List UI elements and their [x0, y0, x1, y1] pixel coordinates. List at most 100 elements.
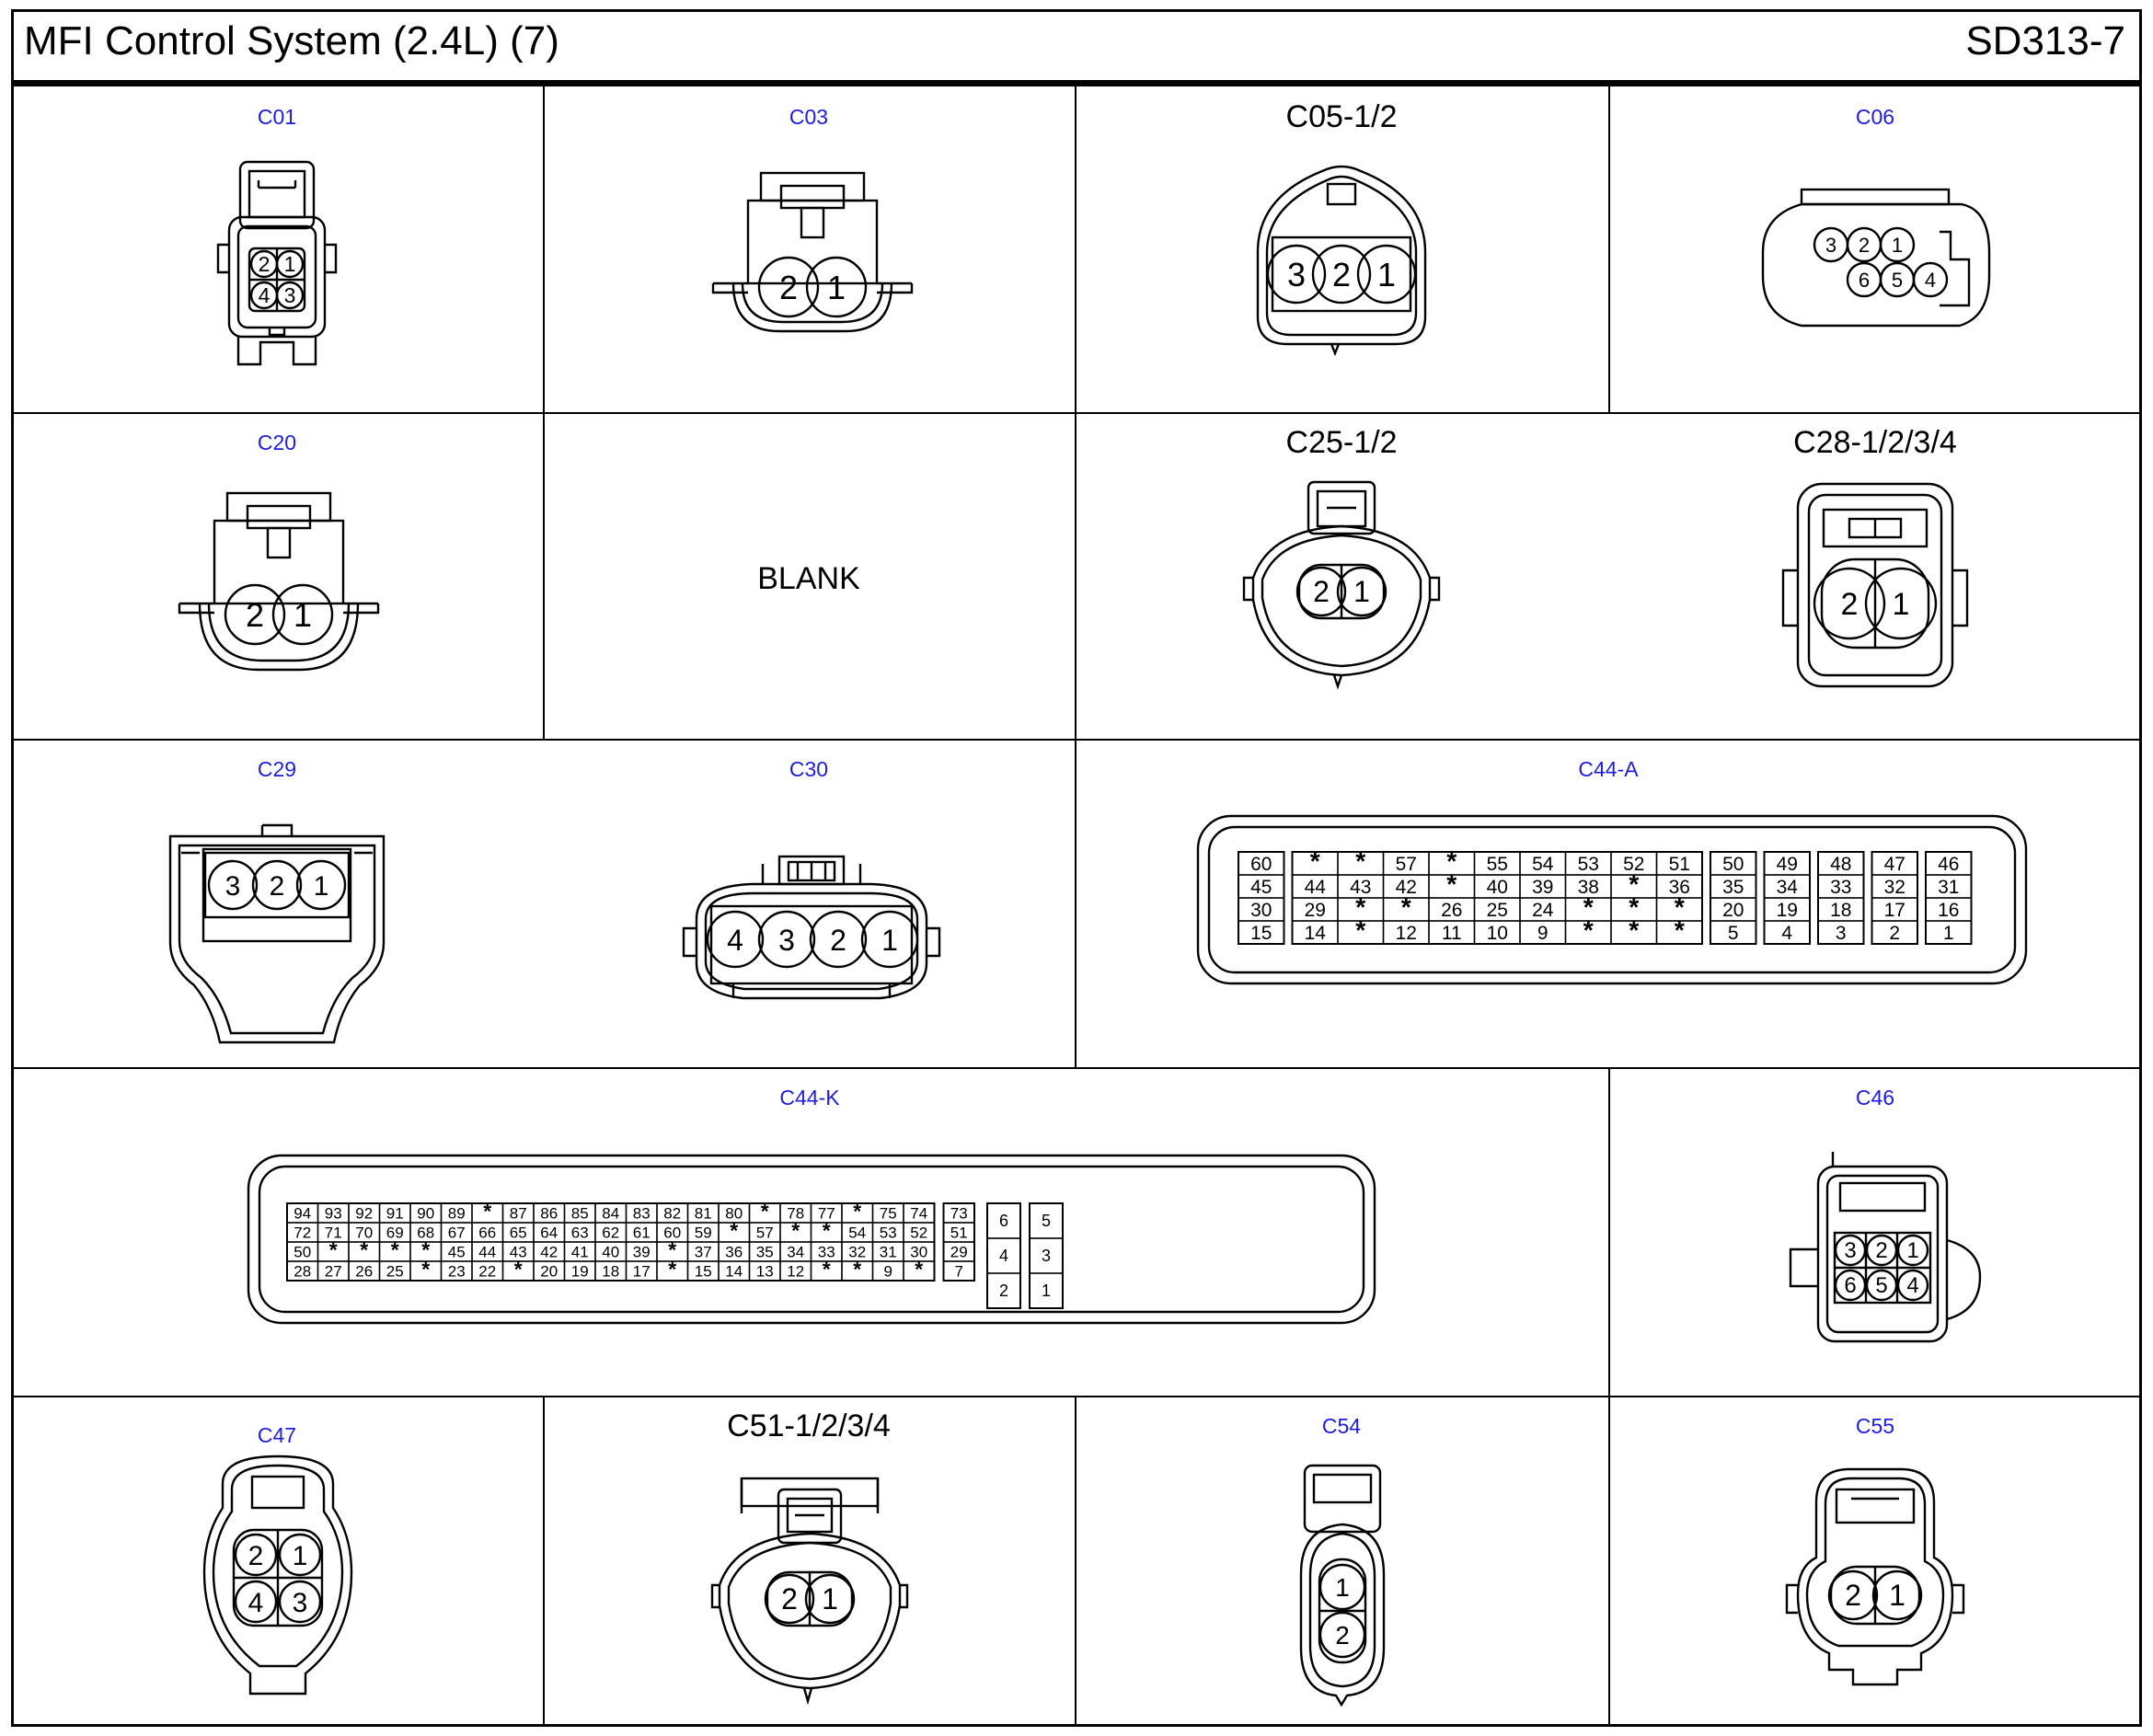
- pin-c46-3: 1: [1906, 1238, 1918, 1263]
- c44k-pin-label: 40: [602, 1244, 619, 1261]
- c44a-pin-label: *: [1446, 847, 1456, 877]
- pin-c30-2: 3: [778, 924, 795, 957]
- c44k-pin-label: 83: [633, 1205, 651, 1223]
- c44a-pin-label: 11: [1442, 923, 1462, 944]
- c44k-side-pin-label: 2: [999, 1282, 1008, 1300]
- cell-c06: C06 3 2 1 6 5 4: [1608, 86, 2142, 412]
- cell-c28: C28-1/2/3/4 2 1: [1608, 412, 2142, 739]
- connector-label-c01: C01: [257, 105, 297, 129]
- c44k-pin-label: 84: [602, 1205, 619, 1223]
- c44a-pin-label: 36: [1669, 877, 1690, 898]
- grid-col-divider-c: [1608, 86, 1610, 412]
- c44a-pin-label: 2: [1889, 923, 1900, 944]
- c44a-pin-label: 31: [1938, 877, 1959, 898]
- connector-c05: 3 2 1: [1256, 165, 1427, 357]
- c44a-pin-label: 48: [1830, 854, 1851, 875]
- grid-col-divider-d: [1608, 1067, 1610, 1396]
- pin-c06-2: 2: [1859, 234, 1870, 257]
- diagram-frame: [11, 9, 2142, 1727]
- connector-c29: 3 2 1: [168, 823, 386, 1044]
- c44k-pin-label: 15: [695, 1263, 712, 1281]
- grid-row-divider-4: [11, 1396, 2142, 1397]
- connector-label-c47: C47: [257, 1423, 297, 1447]
- c44a-shell-outer: [1196, 814, 2028, 985]
- c44k-pin-label: 53: [880, 1224, 897, 1242]
- c44k-pin-label: 14: [725, 1263, 743, 1281]
- c44a-pin-label: 14: [1305, 923, 1327, 944]
- c44k-pin-label: 31: [880, 1244, 897, 1261]
- pin-c01-2: 1: [284, 252, 296, 276]
- pin-c46-1: 3: [1844, 1238, 1856, 1263]
- c44k-pin-label: 23: [448, 1263, 466, 1281]
- pin-c46-2: 2: [1875, 1238, 1887, 1263]
- c44a-pin-label: 32: [1884, 877, 1905, 898]
- pin-c54-1: 1: [1335, 1573, 1350, 1602]
- grid-col-divider-b: [1075, 86, 1076, 1067]
- c44a-pin-label: *: [1675, 893, 1685, 923]
- c44a-pin-label: 54: [1532, 854, 1554, 875]
- c44k-pin-label: 93: [325, 1205, 342, 1223]
- c44k-pin-label: 66: [478, 1224, 496, 1242]
- c44a-pin-label: 51: [1669, 854, 1690, 875]
- c44k-pin-label: 54: [848, 1224, 866, 1242]
- c44k-pin-label: 29: [950, 1244, 968, 1261]
- pin-c55-1: 2: [1845, 1579, 1861, 1612]
- c44a-pin-label: 45: [1250, 877, 1272, 898]
- c44k-pin-label: 68: [417, 1224, 434, 1242]
- connector-label-c46: C46: [1855, 1086, 1895, 1109]
- c44k-side-cell: [986, 1272, 1021, 1309]
- cell-c54: C54 1 2: [1075, 1396, 1608, 1727]
- cell-c03: C03 2 1: [543, 86, 1075, 412]
- c44k-pin-label: 77: [818, 1205, 835, 1223]
- pin-c29-3: 1: [314, 871, 329, 902]
- pin-c46-6: 4: [1906, 1273, 1918, 1298]
- c44k-pin-label: 92: [355, 1205, 373, 1223]
- c44k-pin-label: *: [421, 1258, 430, 1282]
- c44k-pin-label: 34: [787, 1244, 804, 1261]
- c44a-pin-cell: [1817, 920, 1865, 945]
- c44a-pin-label: 35: [1722, 877, 1744, 898]
- c44k-pin-cell: [942, 1260, 975, 1282]
- connector-label-c30: C30: [789, 757, 829, 781]
- connector-label-c51: C51-1/2/3/4: [727, 1408, 891, 1443]
- c44k-pin-label: 85: [571, 1205, 589, 1223]
- connector-c20: 2 1: [178, 491, 380, 672]
- c44a-pin-label: 33: [1830, 877, 1851, 898]
- c44a-pin-label: 29: [1305, 900, 1326, 921]
- c44k-pin-label: 44: [478, 1244, 496, 1261]
- connector-label-c05: C05-1/2: [1285, 99, 1398, 134]
- connector-c51: 2 1: [710, 1477, 909, 1706]
- pin-c55-2: 1: [1889, 1579, 1905, 1612]
- pin-c05-2: 2: [1332, 256, 1351, 293]
- pin-c28-1: 2: [1841, 587, 1859, 622]
- connector-label-c44a: C44-A: [1578, 757, 1639, 781]
- c44a-pin-label: 40: [1487, 877, 1508, 898]
- c44a-pin-label: 57: [1396, 854, 1417, 875]
- pin-c30-3: 2: [830, 924, 846, 957]
- c44k-side-pin-label: 6: [999, 1212, 1008, 1230]
- c44k-pin-label: 33: [818, 1244, 835, 1261]
- pin-c47-2: 1: [293, 1541, 308, 1571]
- c44k-side-pin-label: 5: [1042, 1212, 1051, 1230]
- c44k-pin-label: 26: [355, 1263, 373, 1281]
- c44k-pin-label: 81: [695, 1205, 712, 1223]
- pin-c47-4: 3: [293, 1588, 308, 1618]
- connector-c28: 2 1: [1781, 482, 1969, 688]
- connector-c46: 3 2 1 6 5 4: [1789, 1152, 1982, 1343]
- c44k-pin-label: 87: [510, 1205, 527, 1223]
- connector-c55: 2 1: [1785, 1467, 1965, 1686]
- cell-c05: C05-1/2 3 2 1: [1075, 86, 1608, 412]
- pin-c29-1: 3: [225, 871, 241, 902]
- c44k-pin-label: 64: [540, 1224, 558, 1242]
- pin-c51-2: 1: [822, 1582, 838, 1615]
- c44k-pin-label: 75: [880, 1205, 897, 1223]
- c44k-pin-label: 52: [910, 1224, 927, 1242]
- c44k-pin-label: *: [791, 1219, 800, 1243]
- grid-row-divider-1: [11, 412, 2142, 414]
- c44a-pin-label: *: [1583, 893, 1594, 923]
- c44k-pin-label: *: [853, 1258, 861, 1282]
- c44a-pin-label: *: [1355, 847, 1365, 877]
- c44a-pin-label: 60: [1250, 854, 1272, 875]
- c44a-pin-label: 38: [1578, 877, 1599, 898]
- grid-col-divider-g: [1608, 1396, 1610, 1727]
